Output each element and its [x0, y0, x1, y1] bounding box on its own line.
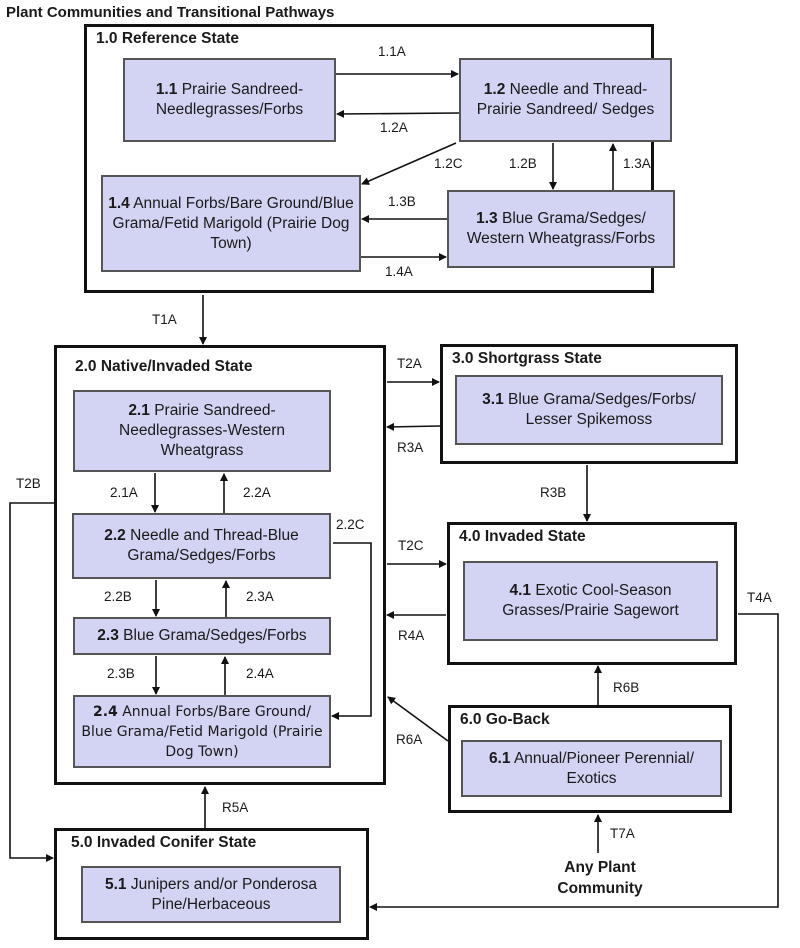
- arrow-1-2C: [361, 142, 457, 185]
- label-T2B: T2B: [16, 476, 41, 491]
- label-R5A: R5A: [222, 800, 249, 815]
- community-5-1[interactable]: 5.1 Junipers and/or Ponderosa Pine/Herba…: [81, 866, 341, 923]
- community-2-4[interactable]: 2.4 Annual Forbs/Bare Ground/ Blue Grama…: [73, 695, 331, 768]
- label-1-3B: 1.3B: [388, 194, 416, 209]
- label-2-4A: 2.4A: [246, 666, 274, 681]
- arrow-2-2C: [331, 542, 372, 720]
- arrow-R6A: [387, 696, 449, 742]
- community-1-1[interactable]: 1.1 Prairie Sandreed-Needlegrasses/Forbs: [123, 58, 336, 142]
- state-3-title: 3.0 Shortgrass State: [452, 350, 602, 367]
- label-1-4A: 1.4A: [385, 264, 413, 279]
- community-2-1[interactable]: 2.1 Prairie Sandreed-Needlegrasses-Weste…: [73, 390, 331, 472]
- label-1-2A: 1.2A: [380, 120, 408, 135]
- label-T2C: T2C: [398, 538, 424, 553]
- label-R6B: R6B: [613, 680, 640, 695]
- label-1-1A: 1.1A: [378, 44, 406, 59]
- label-R4A: R4A: [398, 628, 425, 643]
- label-T4A: T4A: [747, 590, 772, 605]
- community-4-1[interactable]: 4.1 Exotic Cool-Season Grasses/Prairie S…: [463, 561, 718, 641]
- diagram-title: Plant Communities and Transitional Pathw…: [6, 4, 335, 21]
- label-2-3B: 2.3B: [107, 666, 135, 681]
- community-1-3[interactable]: 1.3 Blue Grama/Sedges/ Western Wheatgras…: [447, 190, 675, 268]
- community-6-1[interactable]: 6.1 Annual/Pioneer Perennial/ Exotics: [461, 740, 722, 797]
- state-4-title: 4.0 Invaded State: [459, 528, 586, 545]
- label-R3A: R3A: [397, 440, 424, 455]
- state-1-title: 1.0 Reference State: [96, 30, 240, 47]
- label-2-3A: 2.3A: [246, 589, 274, 604]
- label-1-3A: 1.3A: [623, 156, 651, 171]
- community-2-2[interactable]: 2.2 Needle and Thread-Blue Grama/Sedges/…: [72, 513, 331, 579]
- label-T2A: T2A: [397, 356, 422, 371]
- label-2-1A: 2.1A: [110, 485, 138, 500]
- arrow-T2B: [9, 502, 54, 862]
- label-1-2B: 1.2B: [509, 156, 537, 171]
- state-5-title: 5.0 Invaded Conifer State: [71, 834, 257, 851]
- label-T7A: T7A: [610, 826, 635, 841]
- label-2-2B: 2.2B: [104, 589, 132, 604]
- label-2-2C: 2.2C: [336, 517, 365, 532]
- label-T1A: T1A: [152, 312, 177, 327]
- label-R3B: R3B: [540, 485, 567, 500]
- community-3-1[interactable]: 3.1 Blue Grama/Sedges/Forbs/ Lesser Spik…: [455, 375, 723, 445]
- label-1-2C: 1.2C: [434, 156, 463, 171]
- community-1-2[interactable]: 1.2 Needle and Thread-Prairie Sandreed/ …: [459, 58, 672, 142]
- state-2-title: 2.0 Native/Invaded State: [75, 358, 253, 375]
- any-plant-community: Any Plant Community: [557, 859, 643, 897]
- community-1-4[interactable]: 1.4 Annual Forbs/Bare Ground/Blue Grama/…: [101, 175, 361, 272]
- arrow-1-2A: [336, 109, 460, 118]
- state-6-title: 6.0 Go-Back: [460, 711, 550, 728]
- label-R6A: R6A: [396, 732, 423, 747]
- community-2-3[interactable]: 2.3 Blue Grama/Sedges/Forbs: [73, 617, 331, 655]
- arrow-T4A: [369, 613, 779, 911]
- label-2-2A: 2.2A: [243, 485, 271, 500]
- arrow-R3A: [386, 422, 441, 431]
